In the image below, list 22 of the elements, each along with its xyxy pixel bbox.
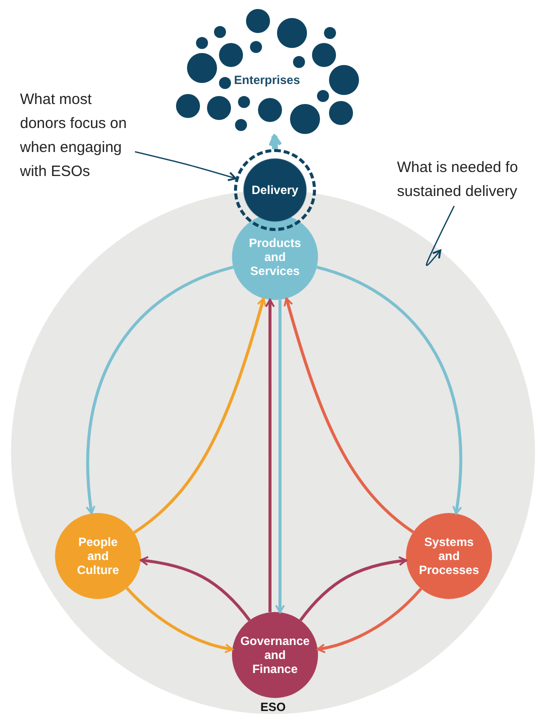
annotation-text: What is needed fo sustained delivery — [397, 156, 536, 204]
arrow — [133, 298, 266, 534]
arrow — [316, 588, 422, 653]
node-label: People and Culture — [77, 535, 119, 577]
enterprises-label: Enterprises — [232, 73, 302, 87]
annotation-text: What most donors focus on when engaging with ESOs — [20, 88, 135, 184]
arrow — [316, 266, 462, 514]
arrow — [126, 586, 234, 653]
eso-label: ESO — [259, 700, 287, 714]
node-label: Systems and Processes — [418, 535, 480, 577]
node-label: Governance and Finance — [240, 634, 310, 676]
arrow — [275, 300, 285, 614]
arrow — [284, 298, 414, 534]
arrow — [299, 556, 408, 622]
node-label: Products and Services — [248, 236, 301, 278]
arrow — [86, 266, 234, 514]
leader-arrow — [426, 206, 455, 266]
arrow — [268, 134, 282, 149]
arrow — [265, 298, 275, 612]
arrow — [140, 556, 251, 622]
leader-arrow — [134, 151, 237, 182]
node-label: Delivery — [252, 183, 298, 197]
